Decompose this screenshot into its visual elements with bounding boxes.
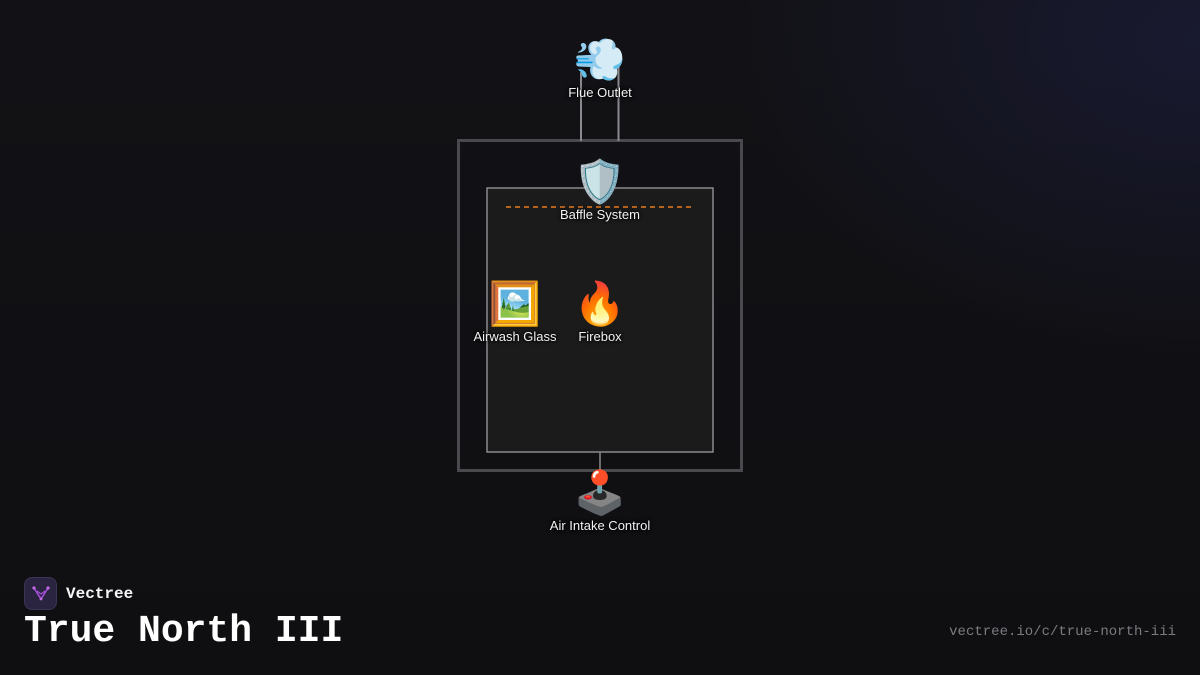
firebox-node: 🔥 Firebox xyxy=(573,280,627,345)
airwash-glass-label: Airwash Glass xyxy=(473,329,557,344)
baffle-system-node: 🛡️ Baffle System xyxy=(560,158,640,223)
page-title: True North III xyxy=(24,610,344,653)
framed-picture-icon: 🖼️ xyxy=(488,280,542,327)
vectree-logo-icon xyxy=(24,577,57,610)
firebox-label: Firebox xyxy=(578,329,622,344)
baffle-system-label: Baffle System xyxy=(560,207,640,222)
brand-name: Vectree xyxy=(66,584,134,603)
joystick-icon: 🕹️ xyxy=(573,469,627,516)
flue-outlet-node: 💨 Flue Outlet xyxy=(568,36,632,101)
brand: Vectree xyxy=(24,577,133,610)
shield-icon: 🛡️ xyxy=(573,158,627,205)
vectree-logo-glyph xyxy=(31,585,50,600)
wind-icon: 💨 xyxy=(573,36,627,83)
airwash-glass-node: 🖼️ Airwash Glass xyxy=(473,280,557,345)
air-intake-control-label: Air Intake Control xyxy=(549,518,651,533)
source-url[interactable]: vectree.io/c/true-north-iii xyxy=(949,624,1176,640)
air-intake-control-node: 🕹️ Air Intake Control xyxy=(549,469,651,534)
flue-outlet-label: Flue Outlet xyxy=(568,85,632,100)
fire-icon: 🔥 xyxy=(573,280,627,327)
inner-chamber xyxy=(486,187,714,453)
